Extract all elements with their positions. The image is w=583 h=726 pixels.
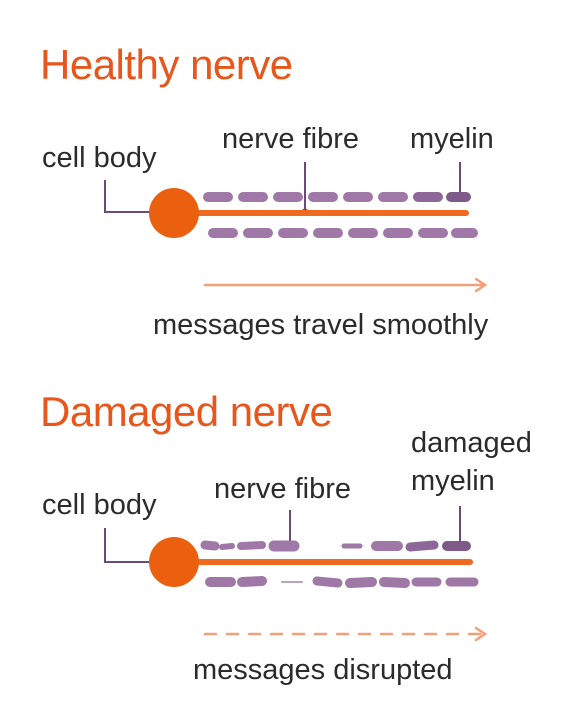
damaged-lower-myelin xyxy=(205,576,479,588)
damaged-message-arrow xyxy=(203,626,488,642)
healthy-cell-body xyxy=(149,188,199,238)
damaged-myelin-segment xyxy=(405,540,439,552)
healthy-nerve-heading: Healthy nerve xyxy=(40,41,293,88)
healthy-nerve-fibre-label: nerve fibre xyxy=(222,123,360,155)
damaged-myelin-segment xyxy=(379,577,410,588)
damaged-nerve-fibre-label: nerve fibre xyxy=(214,473,352,505)
healthy-nerve-panel: Healthy nerve cell body nerve fibre myel… xyxy=(0,0,583,360)
damaged-upper-myelin xyxy=(200,540,471,552)
damaged-cell-body-label: cell body xyxy=(42,489,157,521)
healthy-myelin-label: myelin xyxy=(410,123,494,155)
damaged-myelin-segment xyxy=(345,577,377,588)
healthy-nerve-diagram xyxy=(104,162,488,293)
damaged-myelin-label-line2: myelin xyxy=(411,465,495,497)
damaged-myelin-segment xyxy=(219,543,235,550)
damaged-myelin-segment xyxy=(237,541,266,550)
damaged-myelin-label-line1: damaged xyxy=(411,427,532,459)
damaged-nerve-diagram xyxy=(104,506,488,642)
damaged-myelin-segment xyxy=(312,576,343,588)
healthy-caption: messages travel smoothly xyxy=(153,309,489,341)
damaged-myelin-segment xyxy=(200,540,220,551)
damaged-myelin-segment xyxy=(237,576,267,587)
damaged-cell-body xyxy=(149,537,199,587)
damaged-cell-body-leader xyxy=(104,528,160,563)
damaged-nerve-panel: Damaged nerve cell body nerve fibre dama… xyxy=(0,370,583,726)
damaged-caption: messages disrupted xyxy=(193,654,453,686)
healthy-cell-body-label: cell body xyxy=(42,142,157,174)
healthy-cell-body-leader xyxy=(104,180,160,213)
damaged-nerve-heading: Damaged nerve xyxy=(40,388,333,435)
healthy-message-arrow xyxy=(203,277,488,293)
